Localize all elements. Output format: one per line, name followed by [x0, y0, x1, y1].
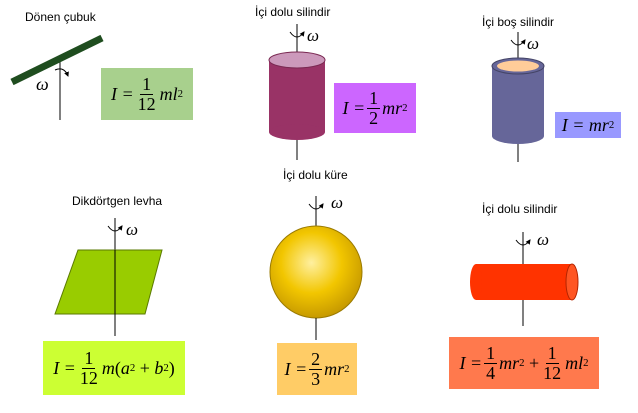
- sphere-omega-label: ω: [331, 193, 344, 212]
- hollow-cylinder-formula-rest: mr: [588, 114, 609, 135]
- horizontal-cylinder-formula-fraction-2: 1 12: [543, 342, 562, 383]
- sphere-formula-rest: mr: [324, 358, 345, 379]
- hollow-cylinder-inner: [497, 60, 539, 72]
- rotating-rod-figure: [10, 34, 104, 120]
- plate-rotation-arrow-icon: [107, 225, 123, 232]
- sphere-title: İçi dolu küre: [283, 168, 348, 182]
- solid-cylinder-body: [269, 60, 325, 132]
- rod-formula-fraction: 1 12: [137, 73, 156, 114]
- rectangular-plate-figure: [54, 218, 163, 336]
- sphere-rotation-arrow-icon: [308, 203, 324, 210]
- horizontal-cylinder-formula-lhs: I =: [459, 352, 483, 373]
- rod-formula-lhs: I =: [110, 83, 134, 104]
- plate-title: Dikdörtgen levha: [72, 194, 163, 208]
- solid-cylinder-formula-lhs: I =: [342, 97, 366, 118]
- hollow-cylinder-omega-label: ω: [527, 34, 540, 53]
- rod-title: Dönen çubuk: [25, 10, 96, 24]
- solid-cylinder-formula-fraction: 1 2: [367, 87, 381, 128]
- hollow-cylinder-bottom: [492, 128, 544, 144]
- sphere-formula-lhs: I =: [284, 358, 308, 379]
- sphere-formula-fraction: 2 3: [309, 348, 323, 389]
- hollow-cylinder-body: [492, 66, 544, 136]
- solid-cylinder-bottom: [269, 124, 325, 140]
- rod-omega-label: ω: [36, 74, 49, 94]
- horizontal-cylinder-right-end: [565, 263, 579, 301]
- solid-cylinder-figure: [268, 24, 326, 160]
- plate-omega-label: ω: [126, 220, 139, 239]
- plate-formula-fraction: 1 12: [79, 347, 98, 388]
- plate-formula-lhs: I =: [53, 357, 76, 378]
- horizontal-cylinder-rotation-arrow-icon: [515, 239, 531, 246]
- hollow-cylinder-formula-lhs: I =: [561, 114, 585, 135]
- solid-cylinder-title: İçi dolu silindir: [255, 5, 331, 19]
- horizontal-cylinder-body: [476, 264, 572, 300]
- horizontal-cylinder-title: İçi dolu silindir: [482, 202, 558, 216]
- horizontal-cylinder-figure: [470, 232, 579, 326]
- solid-sphere-figure: [269, 196, 363, 340]
- horizontal-cylinder-omega-label: ω: [537, 230, 550, 249]
- solid-cylinder-top: [268, 51, 326, 69]
- rod-formula-rest: ml: [159, 83, 178, 104]
- hollow-cylinder-rotation-arrow-icon: [510, 39, 526, 46]
- solid-cylinder-formula-rest: mr: [382, 97, 403, 118]
- hollow-cylinder-title: İçi boş silindir: [482, 15, 555, 29]
- rod-bar: [10, 34, 104, 86]
- plate-shape: [54, 249, 163, 315]
- horizontal-cylinder-formula-fraction-1: 1 4: [484, 342, 498, 383]
- solid-cylinder-rotation-arrow-icon: [289, 31, 305, 38]
- solid-cylinder-omega-label: ω: [307, 26, 320, 45]
- horizontal-cylinder-left-end: [470, 264, 482, 300]
- rod-rotation-arrow-icon: [54, 68, 69, 77]
- sphere-shape: [269, 225, 363, 319]
- hollow-cylinder-figure: [491, 32, 545, 162]
